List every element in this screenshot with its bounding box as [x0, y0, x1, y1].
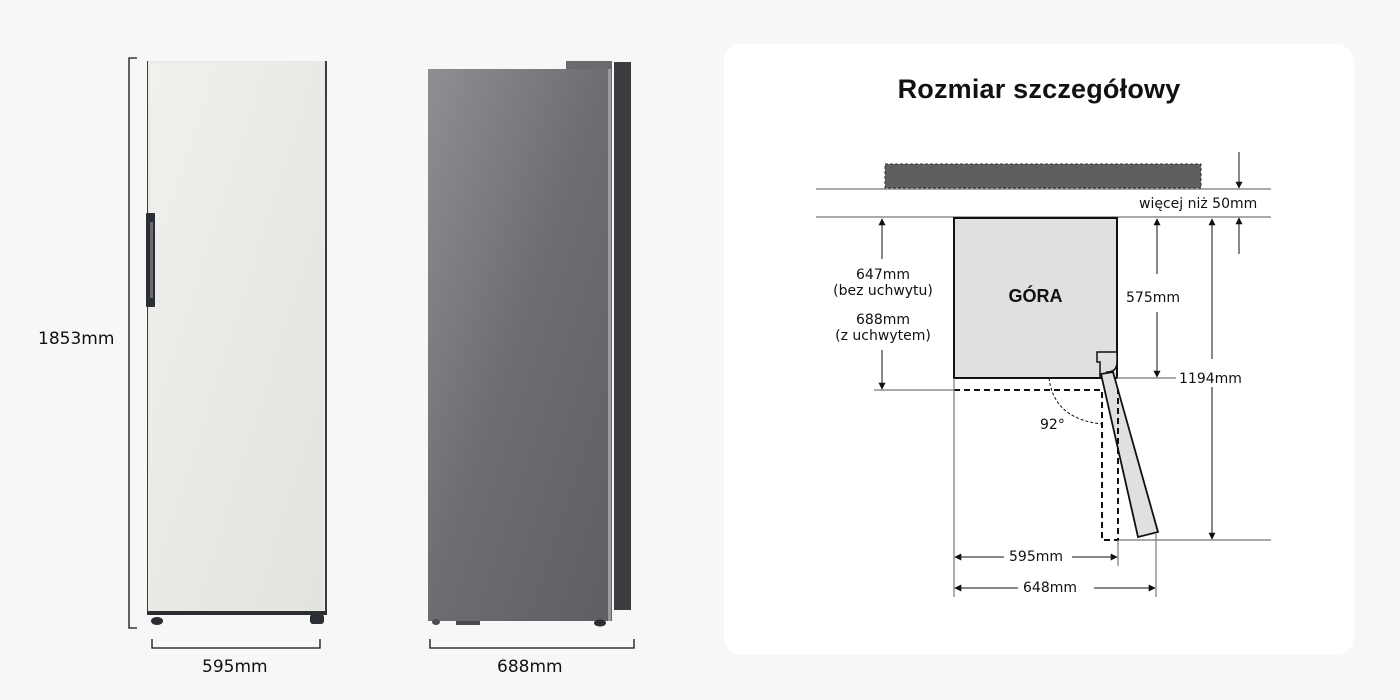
front-view: 1853mm 595mm — [0, 0, 360, 700]
height-dimension-label: 1853mm — [38, 329, 115, 349]
front-view-drawing — [128, 57, 327, 649]
top-view-diagram — [816, 152, 1271, 597]
width-label: 595mm — [1009, 549, 1063, 565]
side-depth-dimension-label: 688mm — [497, 657, 563, 677]
clearance-label: więcej niż 50mm — [1139, 196, 1258, 212]
front-width-dimension-label: 595mm — [202, 657, 268, 677]
side-view: 688mm — [400, 0, 700, 700]
door-depth-label: 575mm — [1126, 290, 1180, 306]
door-angle-label: 92° — [1040, 417, 1065, 433]
depth-with-handle-value: 688mm — [856, 312, 910, 328]
top-side-label: GÓRA — [1008, 286, 1063, 306]
open-width-label: 648mm — [1023, 580, 1077, 596]
depth-with-handle-label: 688mm (z uchwytem) — [828, 312, 938, 344]
depth-no-handle-label: 647mm (bez uchwytu) — [828, 267, 938, 299]
detail-dimensions-card: Rozmiar szczegółowy — [724, 44, 1354, 655]
detail-title: Rozmiar szczegółowy — [897, 74, 1181, 104]
depth-with-handle-note: (z uchwytem) — [835, 328, 931, 344]
side-view-drawing — [428, 61, 635, 649]
depth-no-handle-value: 647mm — [856, 267, 910, 283]
open-depth-label: 1194mm — [1179, 371, 1242, 387]
depth-no-handle-note: (bez uchwytu) — [833, 283, 933, 299]
